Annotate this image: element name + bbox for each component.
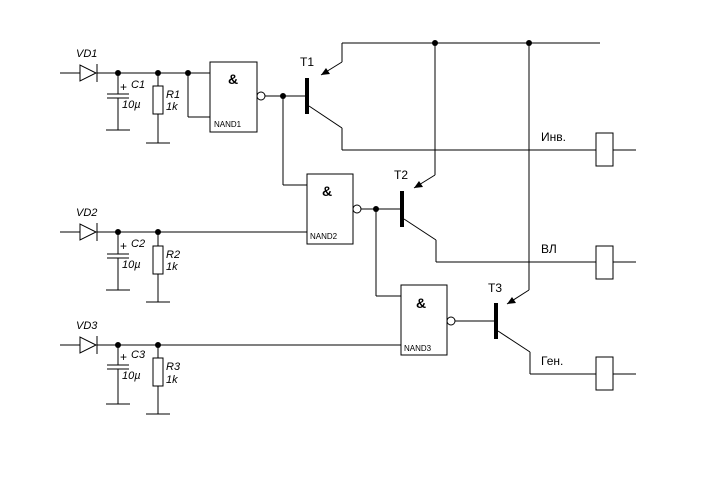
r3-label: R3 (166, 361, 181, 373)
nand1-symbol: & (228, 71, 238, 87)
nand3-label: NAND3 (404, 344, 432, 353)
resistor-r3 (146, 345, 170, 415)
nand2-label: NAND2 (310, 232, 338, 241)
relay-vl (595, 245, 614, 280)
vd1-label: VD1 (76, 48, 97, 60)
diode-vd1 (79, 64, 98, 82)
r2-label: R2 (166, 249, 180, 261)
c3-plus: + (120, 350, 127, 364)
t1-label: T1 (300, 55, 314, 69)
nand2-symbol: & (322, 183, 332, 199)
nand3-symbol: & (416, 295, 426, 311)
nand1-label: NAND1 (214, 120, 242, 129)
channel-2: VD2 + C2 10µ R2 1k & NAND2 (60, 168, 636, 303)
c2-value: 10µ (122, 259, 141, 271)
r1-value: 1k (166, 101, 178, 113)
c1-value: 10µ (122, 99, 141, 111)
t2-label: T2 (394, 168, 408, 182)
relay-gen (595, 356, 614, 391)
vd2-label: VD2 (76, 207, 97, 219)
diode-vd3 (79, 336, 98, 354)
transistor-t1 (305, 78, 343, 150)
diode-vd2 (79, 223, 98, 241)
output-vl-label: ВЛ (541, 242, 557, 256)
t3-label: T3 (488, 281, 502, 295)
c2-plus: + (120, 239, 127, 253)
r3-value: 1k (166, 374, 178, 386)
output-inv-label: Инв. (541, 130, 566, 144)
capacitor-c1 (106, 73, 130, 131)
c3-label: C3 (131, 349, 146, 361)
r2-value: 1k (166, 261, 178, 273)
c3-value: 10µ (122, 370, 141, 382)
resistor-r2 (146, 232, 170, 303)
vd3-label: VD3 (76, 320, 98, 332)
relay-inv (595, 132, 614, 167)
transistor-t2 (400, 191, 437, 262)
capacitor-c2 (106, 232, 130, 291)
capacitor-c3 (106, 345, 130, 405)
channel-1: VD1 + C1 10µ R1 1k & NAND1 (60, 48, 636, 186)
r1-label: R1 (166, 89, 180, 101)
c1-label: C1 (131, 79, 145, 91)
supply-rail-top (320, 40, 600, 305)
channel-3: VD3 + C3 10µ R3 1k & NAND3 (60, 281, 636, 415)
c2-label: C2 (131, 238, 145, 250)
resistor-r1 (146, 73, 170, 144)
transistor-t3 (494, 303, 531, 374)
output-gen-label: Ген. (541, 354, 563, 368)
c1-plus: + (120, 80, 127, 94)
